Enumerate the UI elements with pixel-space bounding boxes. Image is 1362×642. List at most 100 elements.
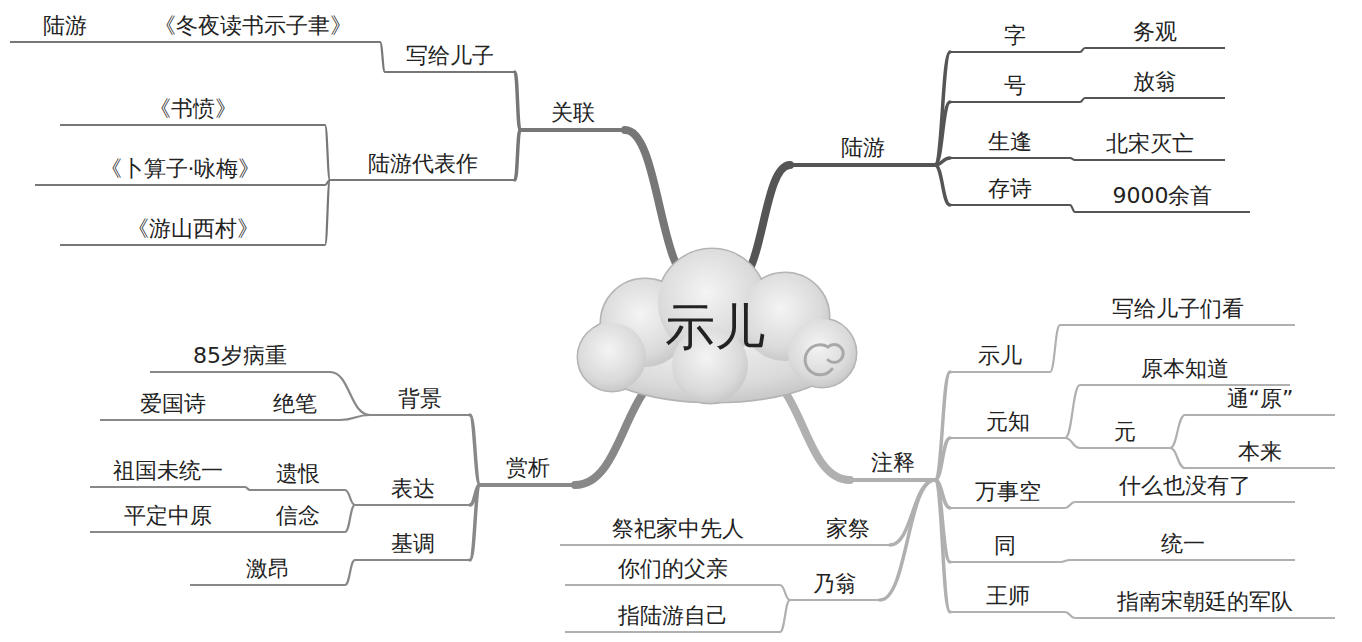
- topic-text: 指陆游自己: [618, 602, 728, 630]
- topic-text: 陆游代表作: [368, 150, 478, 178]
- topic-node: 乃翁: [790, 570, 880, 602]
- topic-text: 祖国未统一: [113, 457, 223, 485]
- topic-node: 写给儿子们看: [1060, 295, 1295, 327]
- topic-node: 爱国诗: [100, 390, 245, 422]
- topic-node: 什么也没有了: [1075, 472, 1295, 504]
- topic-text: 号: [1004, 72, 1026, 100]
- branch-line: [1050, 325, 1060, 372]
- branch-line: [345, 560, 355, 585]
- topic-text: 信念: [276, 502, 320, 530]
- branch-line: [470, 415, 480, 485]
- topic-node: 放翁: [1085, 68, 1225, 100]
- branch-line: [935, 480, 950, 612]
- topic-node: 表达: [355, 475, 470, 507]
- topic-text: 赏析: [506, 454, 550, 482]
- topic-text: 本来: [1238, 438, 1282, 466]
- topic-text: 爱国诗: [140, 390, 206, 418]
- topic-node: 王师: [950, 582, 1065, 614]
- topic-text: 家祭: [826, 515, 870, 543]
- topic-text: 统一: [1161, 530, 1205, 558]
- topic-text: 陆游: [841, 134, 885, 162]
- branch-line: [935, 52, 950, 165]
- topic-node: 写给儿子: [385, 42, 515, 74]
- topic-text: 乃翁: [813, 570, 857, 598]
- topic-text: 万事空: [975, 478, 1041, 506]
- branch-line: [780, 600, 790, 632]
- topic-node: 注释: [850, 449, 935, 483]
- topic-node: 存诗: [950, 175, 1070, 207]
- topic-text: 遗恨: [276, 460, 320, 488]
- topic-node: 示儿: [950, 342, 1050, 374]
- topic-text: 同: [994, 532, 1016, 560]
- topic-text: 示儿: [978, 342, 1022, 370]
- branch-line: [1065, 502, 1075, 508]
- branch-line: [325, 180, 330, 245]
- topic-text: 王师: [986, 582, 1030, 610]
- branch-line: [1065, 438, 1080, 448]
- topic-node: 指南宋朝廷的军队: [1075, 588, 1335, 620]
- topic-text: 指南宋朝廷的军队: [1117, 588, 1293, 616]
- topic-node: 你们的父亲: [565, 555, 780, 587]
- topic-node: 通“原”: [1185, 385, 1335, 417]
- branch-line: [880, 480, 935, 600]
- branch-line: [890, 480, 935, 545]
- topic-node: 北宋灭亡: [1075, 130, 1225, 162]
- branch-line: [340, 415, 370, 420]
- topic-text: 祭祀家中先人: [612, 515, 744, 543]
- topic-node: 遗恨: [250, 460, 345, 492]
- branch-line: [515, 130, 520, 180]
- topic-node: 平定中原: [90, 502, 245, 534]
- topic-text: 陆游: [43, 12, 87, 40]
- topic-node: 陆游代表作: [330, 150, 515, 182]
- branch-line: [780, 585, 790, 600]
- topic-node: 背景: [370, 385, 470, 417]
- topic-node: 指陆游自己: [565, 602, 780, 634]
- branch-line: [935, 158, 950, 165]
- topic-text: 存诗: [988, 175, 1032, 203]
- topic-text: 注释: [871, 449, 915, 477]
- topic-node: 激昂: [190, 555, 345, 587]
- topic-text: 基调: [391, 530, 435, 558]
- topic-node: 万事空: [950, 478, 1065, 510]
- branch-line: [1060, 560, 1070, 562]
- branch-line: [1065, 612, 1075, 618]
- topic-text: 背景: [398, 385, 442, 413]
- topic-node: 生逢: [950, 128, 1070, 160]
- topic-node: 《书愤》: [60, 95, 325, 127]
- topic-text: 85岁病重: [193, 342, 287, 370]
- topic-text: 《书愤》: [149, 95, 237, 123]
- topic-text: 元: [1114, 418, 1136, 446]
- topic-node: 务观: [1085, 18, 1225, 50]
- topic-text: 元知: [986, 408, 1030, 436]
- branch-line: [470, 485, 480, 560]
- topic-text: 关联: [551, 99, 595, 127]
- branch-line: [1065, 385, 1080, 438]
- topic-text: 《卜算子·咏梅》: [100, 155, 261, 183]
- topic-text: 什么也没有了: [1119, 472, 1251, 500]
- topic-text: 放翁: [1133, 68, 1177, 96]
- topic-text: 务观: [1133, 18, 1177, 46]
- topic-text: 通“原”: [1227, 385, 1294, 413]
- topic-node: 85岁病重: [150, 342, 330, 374]
- topic-node: 《冬夜读书示子聿》: [125, 12, 380, 44]
- topic-text: 《游山西村》: [127, 215, 259, 243]
- topic-node: 元知: [950, 408, 1065, 440]
- topic-node: 同: [950, 532, 1060, 564]
- topic-node: 陆游: [10, 12, 120, 44]
- topic-node: 《卜算子·咏梅》: [35, 155, 325, 187]
- branch-line: [1170, 415, 1185, 448]
- topic-text: 表达: [391, 475, 435, 503]
- topic-node: 原本知道: [1080, 355, 1290, 387]
- topic-text: 生逢: [988, 128, 1032, 156]
- topic-text: 原本知道: [1141, 355, 1229, 383]
- topic-node: 元: [1080, 418, 1170, 450]
- topic-text: 激昂: [246, 555, 290, 583]
- branch-line: [1170, 448, 1185, 468]
- topic-node: 9000余首: [1075, 182, 1250, 214]
- branch-line: [345, 490, 355, 505]
- topic-node: 字: [950, 22, 1080, 54]
- topic-text: 北宋灭亡: [1106, 130, 1194, 158]
- topic-node: 信念: [250, 502, 345, 534]
- topic-text: 字: [1004, 22, 1026, 50]
